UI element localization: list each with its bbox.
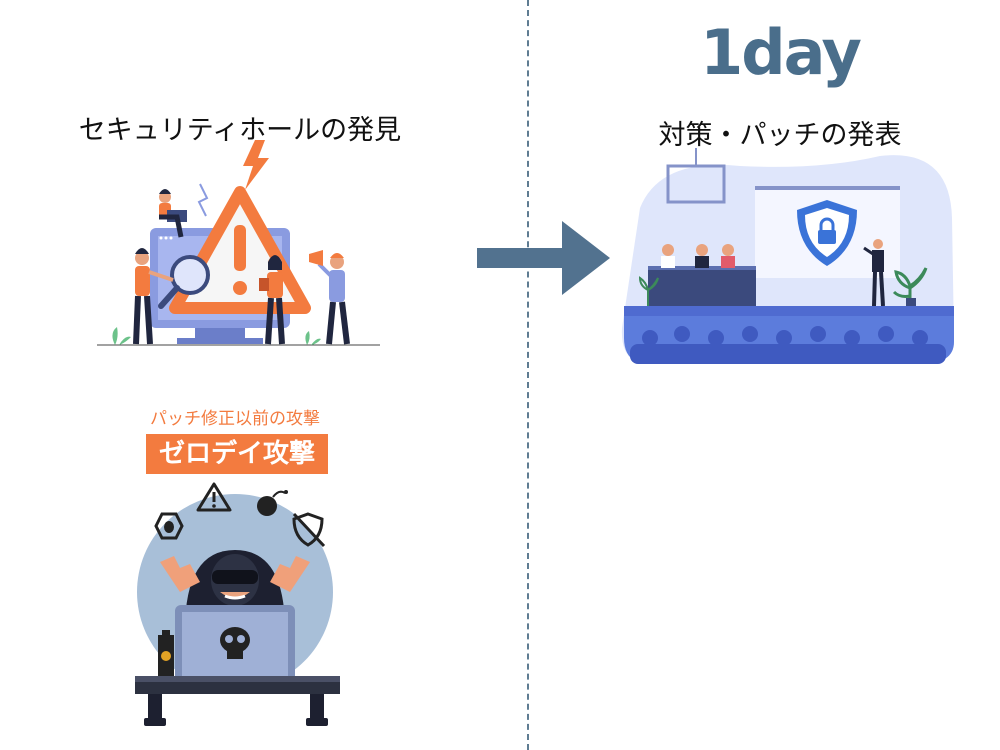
discovery-title: セキュリティホールの発見 [78, 115, 402, 146]
spark-lines [197, 183, 209, 217]
right-hand [270, 556, 310, 592]
timeline-label-1day: 1day [700, 16, 862, 89]
announcement-illustration [621, 148, 954, 364]
plant-icon [892, 267, 928, 306]
skull-icon [220, 627, 250, 659]
magnifier-icon [158, 255, 210, 309]
hacker-illustration [135, 482, 340, 726]
lightning-icon [243, 140, 269, 190]
discovery-illustration [97, 140, 380, 346]
plant-icon [638, 276, 659, 306]
person-with-laptop [159, 189, 187, 238]
shield-off-icon [292, 512, 326, 548]
panel-table [648, 244, 756, 306]
zero-day-label: ゼロデイ攻撃 [158, 439, 315, 469]
plant-icon [305, 331, 321, 345]
speaker-person [863, 239, 885, 307]
woman-with-clipboard [259, 255, 285, 345]
stage-floor [624, 306, 954, 316]
warning-icon [196, 482, 232, 512]
bomb-icon [257, 490, 288, 516]
timeline-divider [527, 0, 529, 750]
lock-shield-icon [797, 200, 857, 266]
audience-heads [630, 326, 946, 364]
battery-icon [158, 630, 174, 680]
laptop-icon [175, 605, 295, 685]
man-with-megaphone [309, 250, 350, 345]
desk [135, 680, 340, 694]
patch-announcement-title: 対策・パッチの発表 [658, 120, 902, 151]
zero-day-caption: パッチ修正以前の攻撃 [150, 409, 320, 429]
plant-icon [112, 327, 131, 345]
bug-icon [154, 512, 184, 540]
left-hand [160, 556, 200, 592]
zero-day-badge [146, 434, 328, 474]
right-arrow-icon [477, 221, 610, 295]
megaphone-icon [309, 250, 323, 266]
man-left [133, 248, 174, 345]
